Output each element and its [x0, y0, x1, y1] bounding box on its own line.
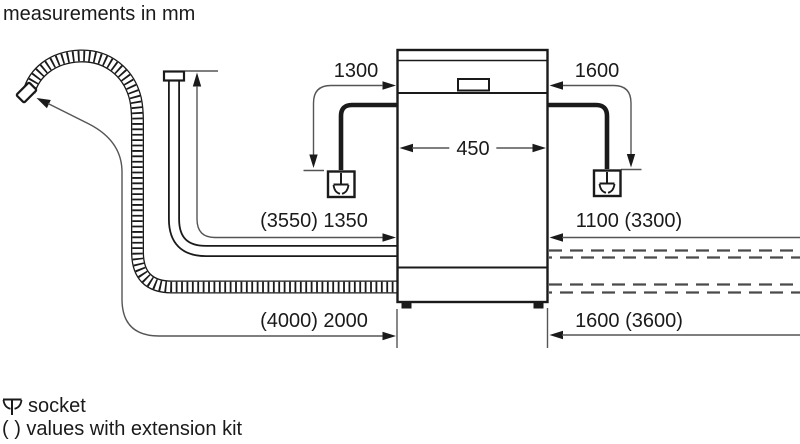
arrowhead-to-hose-end [36, 98, 51, 109]
legend-socket-icon [2, 398, 23, 415]
right-power-cable [547, 102, 610, 169]
left-foot [401, 302, 412, 309]
dim-label-1600-top: 1600 [574, 60, 620, 82]
drain-hose [15, 49, 397, 294]
arrowhead-left [549, 233, 563, 242]
dim-label-1100-3300: 1100 (3300) [575, 210, 683, 232]
socket-symbol-icon [332, 173, 350, 195]
arrowhead-left [549, 81, 563, 90]
dim-drain-hose-left [36, 98, 396, 341]
right-socket [592, 169, 622, 198]
socket-symbol-icon [598, 172, 616, 194]
dim-drain-right-1600 [549, 330, 800, 340]
dim-right-cord-1600 [549, 81, 642, 171]
dashed-supply-hose-right [549, 249, 800, 259]
arrowhead-right [382, 233, 396, 242]
right-foot [533, 302, 544, 309]
dim-label-1600-3600: 1600 (3600) [575, 310, 683, 332]
dim-supply-hose-left [185, 70, 396, 242]
arrowhead-up [192, 72, 202, 87]
water-supply-hose [162, 70, 397, 257]
tap-connector [162, 70, 186, 82]
legend-socket-label: socket [28, 395, 86, 417]
dim-label-3550-1350: (3550) 1350 [260, 210, 368, 232]
drain-hose-end-cap [15, 81, 38, 104]
dishwasher-outline [396, 48, 549, 309]
arrowhead-left [399, 143, 413, 153]
dim-label-1300: 1300 [333, 60, 379, 82]
arrowhead-down [309, 154, 318, 168]
dim-label-4000-2000: (4000) 2000 [260, 310, 368, 332]
dim-label-450: 450 [449, 139, 497, 159]
arrowhead-right [532, 143, 546, 153]
arrowhead-left [549, 330, 563, 340]
dim-supply-right-1100 [549, 233, 800, 242]
arrowhead-down [626, 154, 636, 168]
arrowhead-right [382, 81, 396, 90]
left-socket [326, 170, 356, 199]
left-power-cable [338, 102, 398, 170]
dim-left-cord-1300 [303, 81, 396, 172]
diagram-title: measurements in mm [3, 3, 196, 25]
door-handle [457, 78, 490, 92]
arrowhead-right [382, 331, 396, 341]
dashed-drain-hose-right [549, 283, 800, 294]
legend-extension-note: ( ) values with extension kit [2, 418, 243, 440]
